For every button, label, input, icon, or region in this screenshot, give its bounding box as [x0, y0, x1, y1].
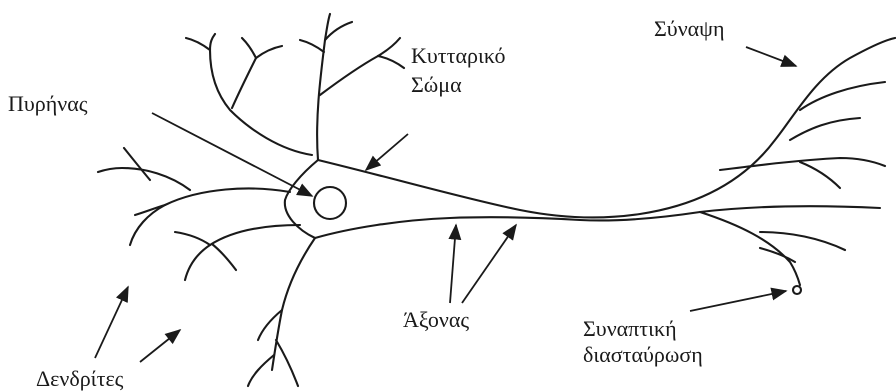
arrow-cell-body: [366, 134, 408, 170]
arrow-nucleus: [152, 113, 312, 196]
left-dendrites: [98, 148, 300, 280]
label-synapse: Σύναψη: [654, 16, 724, 41]
label-cell-body-line2: Σώμα: [411, 72, 462, 97]
arrow-axon-left: [450, 225, 456, 303]
label-synaptic-cleft-line2: διασταύρωση: [583, 342, 703, 367]
arrow-dendrite-2: [140, 330, 180, 362]
arrow-synaptic-cleft: [690, 291, 786, 311]
label-nucleus: Πυρήνας: [8, 91, 88, 116]
lower-dendrites: [248, 238, 315, 386]
label-synaptic-cleft-line1: Συναπτική: [583, 316, 677, 341]
synaptic-knob: [793, 286, 801, 294]
label-dendrites: Δενδρίτες: [36, 366, 124, 391]
upper-dendrites: [186, 14, 404, 160]
arrow-synapse: [746, 47, 796, 66]
label-cell-body-line1: Κυτταρικό: [411, 43, 506, 68]
arrow-axon-right: [462, 225, 516, 303]
arrow-dendrite-1: [95, 287, 128, 358]
label-axon: Άξονας: [403, 307, 469, 332]
nucleus-circle: [314, 187, 346, 219]
cell-body-outline: [285, 38, 895, 238]
